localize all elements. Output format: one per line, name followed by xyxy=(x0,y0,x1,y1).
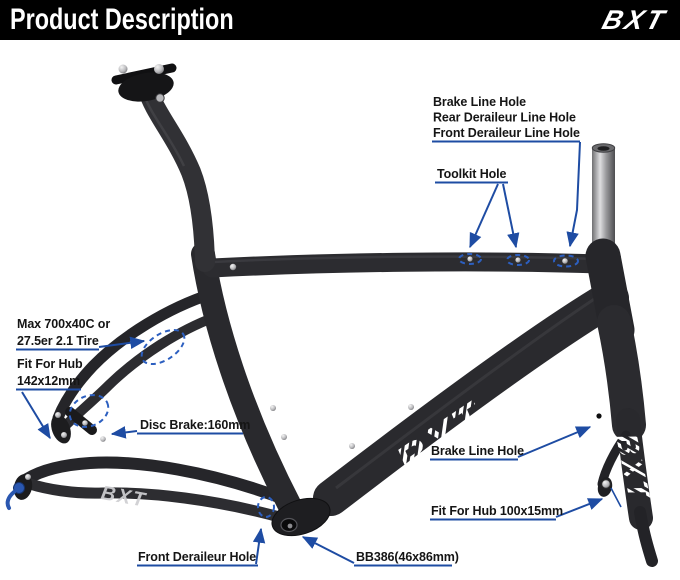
seat-tube xyxy=(191,242,303,520)
clamp-bolt xyxy=(118,64,128,74)
head-tube-and-fork: BXT xyxy=(585,238,658,567)
bottle-boss xyxy=(408,404,414,410)
label-rear-hub-1: Fit For Hub xyxy=(17,357,83,371)
top-tube xyxy=(202,252,611,278)
label-front-hub: Fit For Hub 100x15mm xyxy=(431,504,563,518)
label-front-derailleur-line-hole: Front Deraileur Line Hole xyxy=(433,126,580,140)
label-underlines xyxy=(16,140,580,567)
clamp-bolt xyxy=(154,64,164,74)
tire-clearance-highlight xyxy=(140,328,186,366)
label-fork-brake-line-hole: Brake Line Hole xyxy=(431,444,524,458)
front-hub-leader-arrow xyxy=(555,498,604,518)
rear-hub-leader-arrow xyxy=(21,391,51,440)
toolkit-hole-1-highlight xyxy=(458,253,482,265)
fork-brake-hole xyxy=(596,413,602,419)
bb-leader-arrow xyxy=(301,536,355,564)
label-bottom-bracket: BB386(46x86mm) xyxy=(356,550,459,564)
down-tube: BXT xyxy=(313,280,629,516)
seatpost xyxy=(111,63,215,272)
label-rear-derailleur-line-hole: Rear Deraileur Line Hole xyxy=(433,111,576,125)
seat-clamp-bolt xyxy=(229,263,237,271)
fork-axle-line xyxy=(610,487,622,508)
chainstay-logo: BXT xyxy=(99,482,148,512)
label-rear-hub-2: 142x12mm xyxy=(17,374,80,388)
thru-axle xyxy=(13,482,25,494)
toolkit-leader-arrow-left xyxy=(469,183,499,249)
label-toolkit-hole: Toolkit Hole xyxy=(437,167,507,181)
bottle-boss xyxy=(270,405,276,411)
fork-logo: BXT xyxy=(609,431,656,505)
bottle-boss xyxy=(349,443,355,449)
leader-lines xyxy=(21,141,622,565)
label-front-derailleur-hole: Front Deraileur Hole xyxy=(138,550,256,564)
front-derailleur-highlight xyxy=(257,496,275,518)
disc-mount xyxy=(65,407,97,435)
disc-brake-highlight xyxy=(68,394,110,428)
label-brake-line-hole: Brake Line Hole xyxy=(433,95,526,109)
cable-hole-highlight xyxy=(553,254,579,268)
cable-holes-leader-arrow xyxy=(566,141,581,248)
bike-frame-illustration: BXT BXT xyxy=(5,63,658,567)
dashed-highlights xyxy=(68,253,579,518)
bottom-bracket xyxy=(271,497,331,537)
fork-brake-leader-arrow xyxy=(517,426,592,458)
label-max-tire-2: 27.5er 2.1 Tire xyxy=(17,334,99,348)
thru-axle-lever xyxy=(5,490,16,510)
tire-leader-arrow xyxy=(98,336,146,350)
header-bar: Product Description BXT xyxy=(0,0,680,40)
page-title: Product Description xyxy=(10,3,234,36)
label-disc-brake: Disc Brake:160mm xyxy=(140,418,250,432)
front-derailleur-leader-arrow xyxy=(252,527,266,565)
brand-logo: BXT xyxy=(598,4,671,35)
bottle-boss xyxy=(281,434,287,440)
steerer-tube xyxy=(591,143,616,259)
label-max-tire-1: Max 700x40C or xyxy=(17,317,110,331)
toolkit-hole-2-highlight xyxy=(506,254,530,266)
clamp-side-bolt xyxy=(155,93,165,103)
annotation-labels: Brake Line Hole Rear Deraileur Line Hole… xyxy=(17,95,580,564)
disc-leader-arrow xyxy=(110,426,138,439)
hole-bolts xyxy=(467,256,568,264)
toolkit-leader-arrow-right xyxy=(502,183,520,249)
